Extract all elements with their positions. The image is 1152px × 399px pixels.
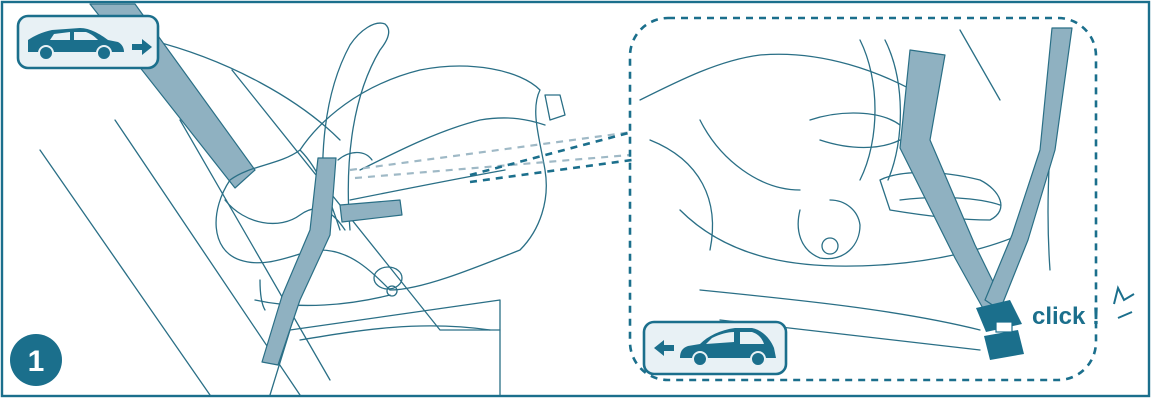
zoom-lap-belt — [900, 50, 1002, 312]
click-burst-icon — [1114, 288, 1134, 304]
infant-car-seat — [216, 23, 565, 310]
belt-buckle — [976, 300, 1024, 360]
forward-direction-badge — [18, 16, 158, 68]
click-label: click ! — [1032, 303, 1100, 330]
backward-direction-badge — [644, 322, 786, 374]
zoom-shoulder-belt — [985, 28, 1072, 310]
callout-connector-2 — [470, 160, 632, 182]
lap-belt-guide — [340, 200, 402, 222]
callout-connector — [470, 132, 632, 175]
step-number: 1 — [28, 345, 45, 378]
zoom-callout: click ! — [630, 18, 1134, 380]
step-number-badge: 1 — [10, 334, 62, 386]
callout-connector-light — [350, 132, 632, 170]
click-indicator: click ! — [1032, 288, 1134, 330]
